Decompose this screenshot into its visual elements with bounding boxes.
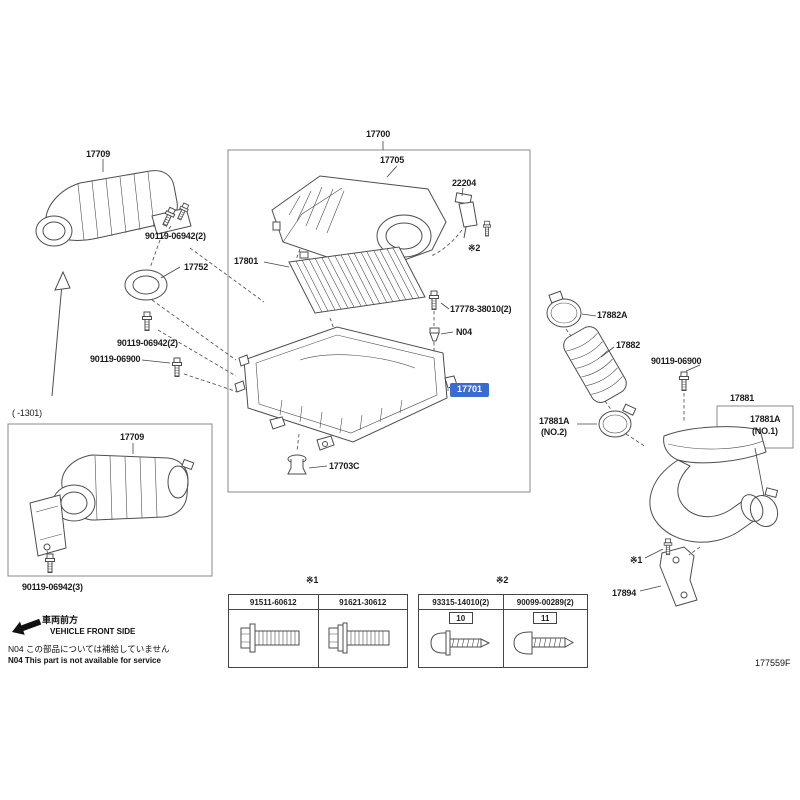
range-note: ( -1301)	[12, 408, 42, 418]
air-cleaner-cap-17705	[271, 175, 447, 264]
part-label-17881[interactable]: 17881	[730, 393, 755, 403]
part-label-17752[interactable]: 17752	[184, 262, 209, 272]
table2-ref-mark: ※2	[496, 575, 509, 585]
bracket-17894	[659, 538, 698, 607]
figure-code: 177559F	[755, 658, 791, 668]
clamp-17881A-no2	[598, 403, 637, 438]
part-label-17709-bottom[interactable]: 17709	[120, 432, 145, 442]
variant-box	[7, 423, 213, 577]
part-label-17881A-no1-suffix: (NO.1)	[752, 426, 778, 436]
clamp-17881A-no1	[749, 487, 779, 528]
part-label-17703C[interactable]: 17703C	[329, 461, 360, 471]
grommet-17703C	[287, 454, 307, 475]
fastener-table-2: 93315-14010(2) 90099-00289(2) 10 11	[418, 594, 588, 668]
screw-90099-cell: 11	[502, 610, 588, 667]
assembly-dashed-lines	[46, 225, 701, 558]
part-label-17709-top[interactable]: 17709	[86, 149, 111, 159]
part-label-17894[interactable]: 17894	[612, 588, 637, 598]
part-label-90119-06900-right[interactable]: 90119-06900	[651, 356, 702, 366]
part-label-17701-highlighted[interactable]: 17701	[450, 383, 490, 397]
bolt-91621-icon	[328, 622, 390, 654]
bolt-91511-icon	[240, 623, 300, 653]
part-label-90119-06942-top[interactable]: 90119-06942(2)	[145, 231, 206, 241]
table1-ref-mark: ※1	[306, 575, 319, 585]
leader-lines	[102, 141, 765, 592]
part-label-17882A[interactable]: 17882A	[597, 310, 628, 320]
screw-icon	[482, 220, 492, 237]
vehicle-front-en: VEHICLE FRONT SIDE	[50, 627, 136, 636]
vehicle-front-jp: 車両前方	[42, 615, 79, 625]
part-label-17801[interactable]: 17801	[234, 256, 259, 266]
part-label-17881A-no1[interactable]: 17881A	[750, 414, 781, 424]
n04-note-jp: N04 この部品については補給していません	[8, 644, 170, 654]
filter-element-17801	[288, 246, 426, 314]
pointer-arrow	[51, 270, 71, 397]
part-label-22204[interactable]: 22204	[452, 178, 477, 188]
fastener-table-1: 91511-60612 91621-30612	[228, 594, 408, 668]
table1-col2-header: 91621-30612	[317, 595, 408, 609]
part-label-17881A-no2-suffix: (NO.2)	[541, 427, 567, 437]
bolt-icon	[172, 357, 182, 377]
table1-col1-header: 91511-60612	[249, 597, 297, 607]
ref-mark-1: ※1	[630, 555, 643, 565]
size-ref-11: 11	[533, 612, 558, 624]
intake-hose-17709-bottom	[29, 454, 195, 573]
bolt-91621-cell	[317, 610, 408, 667]
group-label-17700[interactable]: 17700	[366, 129, 391, 139]
part-label-17881A-no2[interactable]: 17881A	[539, 416, 570, 426]
air-cleaner-case-17701	[234, 326, 458, 451]
vehicle-front-arrow-icon	[12, 618, 42, 635]
screw-93315-cell: 10	[419, 610, 503, 667]
bolt-icon	[679, 371, 689, 391]
bolt-icon	[45, 553, 55, 573]
table2-col2-header: 90099-00289(2)	[502, 595, 588, 609]
table2-col1-header: 93315-14010(2)	[432, 597, 490, 607]
hose-17882	[563, 326, 627, 403]
part-label-90119-06942-mid[interactable]: 90119-06942(2)	[117, 338, 178, 348]
air-inlet-duct-17881	[649, 426, 767, 543]
ring-17752	[124, 269, 168, 301]
part-label-17705[interactable]: 17705	[380, 155, 405, 165]
part-label-90119-06900-left[interactable]: 90119-06900	[90, 354, 141, 364]
bolt-icon	[142, 311, 152, 331]
n04-note-en: N04 This part is not available for servi…	[8, 656, 161, 665]
screw-17778-icon	[429, 290, 439, 310]
maf-sensor-22204	[454, 192, 492, 239]
size-ref-10: 10	[448, 612, 473, 624]
part-label-17882[interactable]: 17882	[616, 340, 641, 350]
main-group-box	[227, 149, 531, 493]
intake-pipe-17709-top	[35, 170, 192, 247]
screw-90099-icon	[513, 631, 575, 655]
screw-93315-icon	[430, 630, 490, 656]
grommet-n04	[429, 327, 440, 342]
bolt-91511-cell	[229, 610, 318, 667]
part-label-n04[interactable]: N04	[456, 327, 472, 337]
part-label-90119-06942-bottom[interactable]: 90119-06942(3)	[22, 582, 83, 592]
clamp-17882A	[546, 290, 582, 328]
ref-mark-2: ※2	[468, 243, 481, 253]
part-label-17778-38010[interactable]: 17778-38010(2)	[450, 304, 512, 314]
